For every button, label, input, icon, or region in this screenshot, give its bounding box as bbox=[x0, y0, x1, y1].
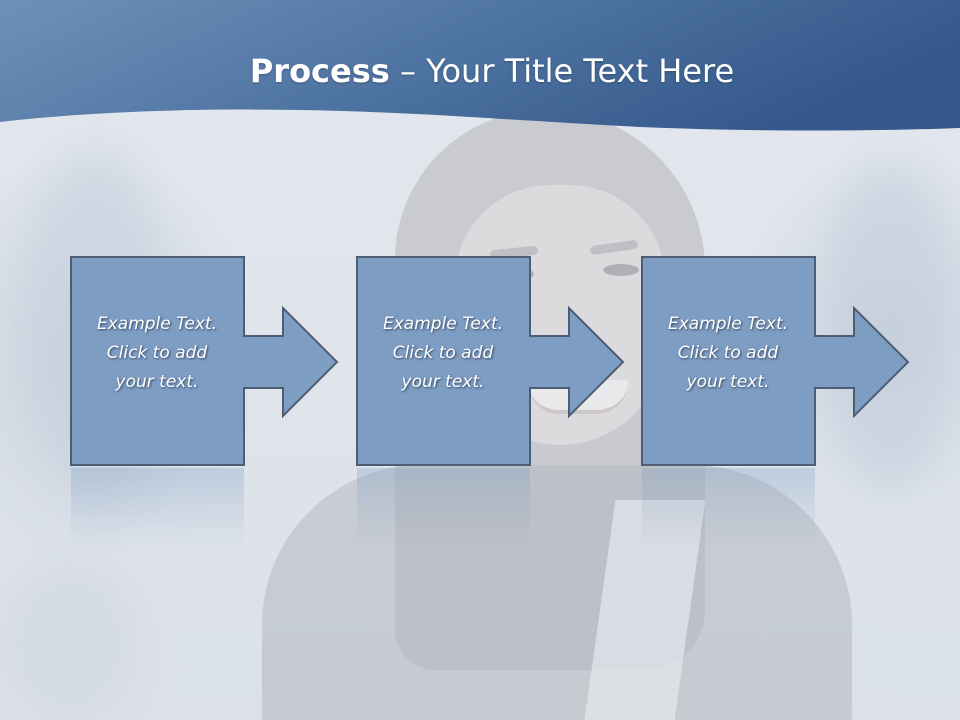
step-text-line: Example Text. bbox=[667, 314, 789, 334]
process-step-2[interactable]: Example Text. Click to add your text. bbox=[356, 256, 625, 466]
step-text[interactable]: Example Text. Click to add your text. bbox=[70, 310, 244, 397]
step-arrow-shape bbox=[70, 256, 339, 466]
header-wave bbox=[0, 0, 960, 131]
step-text-line: your text. bbox=[115, 372, 199, 392]
header-band: Process – Your Title Text Here bbox=[0, 0, 960, 135]
step-text-line: Click to add bbox=[677, 343, 779, 363]
person-right-eye bbox=[603, 264, 639, 276]
step-text-line: Click to add bbox=[392, 343, 494, 363]
process-step-1[interactable]: Example Text. Click to add your text. bbox=[70, 256, 339, 466]
step-text[interactable]: Example Text. Click to add your text. bbox=[356, 310, 530, 397]
process-step-3-reflection bbox=[641, 468, 901, 548]
background-blur-left-bottom bbox=[0, 560, 140, 720]
background-blur-right bbox=[820, 160, 960, 490]
step-text[interactable]: Example Text. Click to add your text. bbox=[641, 310, 815, 397]
page-title[interactable]: Process – Your Title Text Here bbox=[0, 52, 960, 90]
step-text-line: Click to add bbox=[106, 343, 208, 363]
process-step-3[interactable]: Example Text. Click to add your text. bbox=[641, 256, 910, 466]
step-text-line: your text. bbox=[686, 372, 770, 392]
title-bold-part: Process bbox=[249, 52, 390, 90]
process-step-2-reflection bbox=[356, 468, 616, 548]
step-text-line: Example Text. bbox=[382, 314, 504, 334]
title-rest-part: – Your Title Text Here bbox=[389, 52, 735, 90]
step-text-line: your text. bbox=[401, 372, 485, 392]
process-step-1-reflection bbox=[70, 468, 330, 548]
step-arrow-shape bbox=[641, 256, 910, 466]
step-arrow-shape bbox=[356, 256, 625, 466]
step-text-line: Example Text. bbox=[96, 314, 218, 334]
